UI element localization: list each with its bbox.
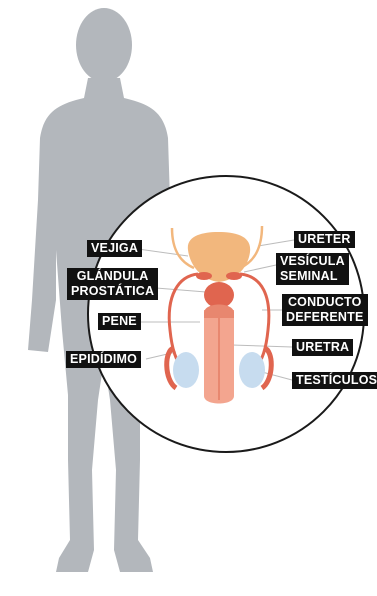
testicle-right xyxy=(239,352,265,388)
label-conducto-line1: CONDUCTO xyxy=(286,295,364,310)
label-vesicula-seminal: VESÍCULA SEMINAL xyxy=(276,253,349,285)
label-uretra-text: URETRA xyxy=(296,340,349,355)
prostate xyxy=(204,282,234,308)
label-glandula-prostatica: GLÁNDULA PROSTÁTICA xyxy=(67,268,158,300)
label-epididimo-text: EPIDÍDIMO xyxy=(70,352,137,367)
label-epididimo: EPIDÍDIMO xyxy=(66,351,141,368)
label-ureter-text: URETER xyxy=(298,232,351,247)
label-vejiga-text: VEJIGA xyxy=(91,241,138,256)
label-pene-text: PENE xyxy=(102,314,137,329)
label-conducto-line2: DEFERENTE xyxy=(286,310,364,325)
label-conducto-deferente: CONDUCTO DEFERENTE xyxy=(282,294,368,326)
label-vesicula-line2: SEMINAL xyxy=(280,269,345,284)
head xyxy=(76,8,132,82)
label-testiculos: TESTÍCULOS xyxy=(292,372,377,389)
label-ureter: URETER xyxy=(294,231,355,248)
label-pene: PENE xyxy=(98,313,141,330)
testicle-left xyxy=(173,352,199,388)
label-vejiga: VEJIGA xyxy=(87,240,142,257)
label-testiculos-text: TESTÍCULOS xyxy=(296,373,377,388)
label-uretra: URETRA xyxy=(292,339,353,356)
label-glandula-line2: PROSTÁTICA xyxy=(71,284,154,299)
label-vesicula-line1: VESÍCULA xyxy=(280,254,345,269)
label-glandula-line1: GLÁNDULA xyxy=(71,269,154,284)
